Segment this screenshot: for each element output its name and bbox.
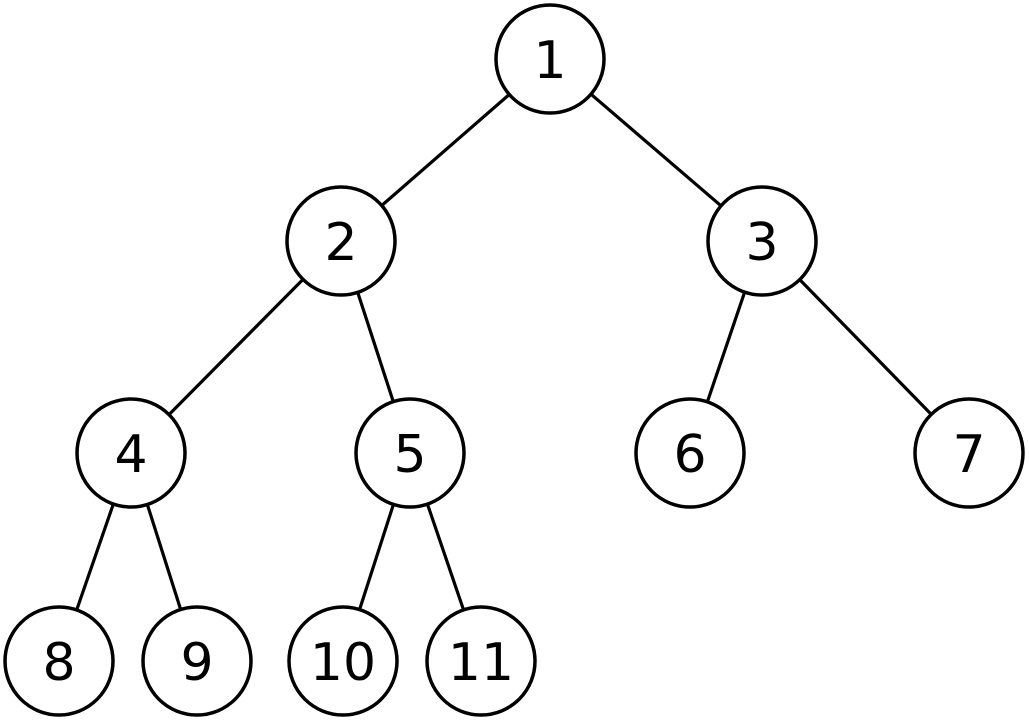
- tree-nodes: 1 2 3 4 5 6 7 8 9 10 11: [3, 3, 1025, 717]
- tree-node-6: 6: [634, 397, 746, 509]
- tree-node-3: 3: [706, 185, 818, 297]
- tree-edge-5-11: [425, 502, 466, 612]
- tree-edge-3-7: [798, 278, 933, 416]
- tree-node-4: 4: [75, 397, 187, 509]
- tree-node-7: 7: [913, 397, 1025, 509]
- tree-edge-1-3: [589, 92, 723, 208]
- tree-edge-1-2: [380, 92, 511, 208]
- node-label: 3: [745, 213, 778, 273]
- node-label: 10: [310, 633, 376, 693]
- node-circle: [354, 397, 466, 509]
- tree-node-11: 11: [425, 605, 537, 717]
- node-label: 4: [114, 425, 147, 485]
- node-label: 2: [324, 213, 357, 273]
- node-circle: [287, 605, 399, 717]
- node-label: 6: [673, 425, 706, 485]
- node-circle: [75, 397, 187, 509]
- node-label: 9: [180, 633, 213, 693]
- tree-node-8: 8: [3, 605, 115, 717]
- tree-edges: [75, 92, 933, 612]
- node-label: 7: [952, 425, 985, 485]
- node-circle: [634, 397, 746, 509]
- node-circle: [141, 605, 253, 717]
- tree-node-5: 5: [354, 397, 466, 509]
- tree-node-10: 10: [287, 605, 399, 717]
- node-circle: [285, 185, 397, 297]
- node-label: 5: [393, 425, 426, 485]
- tree-edge-2-5: [356, 290, 395, 404]
- node-circle: [3, 605, 115, 717]
- node-label: 11: [448, 633, 514, 693]
- node-label: 8: [42, 633, 75, 693]
- node-circle: [425, 605, 537, 717]
- tree-edge-4-9: [145, 502, 183, 612]
- node-circle: [494, 3, 606, 115]
- tree-node-9: 9: [141, 605, 253, 717]
- tree-edge-3-6: [705, 290, 747, 404]
- node-circle: [913, 397, 1025, 509]
- node-label: 1: [533, 31, 566, 91]
- tree-edge-4-8: [75, 502, 115, 612]
- tree-node-1: 1: [494, 3, 606, 115]
- node-circle: [706, 185, 818, 297]
- tree-edge-2-4: [167, 277, 305, 417]
- tree-node-2: 2: [285, 185, 397, 297]
- tree-edge-5-10: [357, 502, 396, 612]
